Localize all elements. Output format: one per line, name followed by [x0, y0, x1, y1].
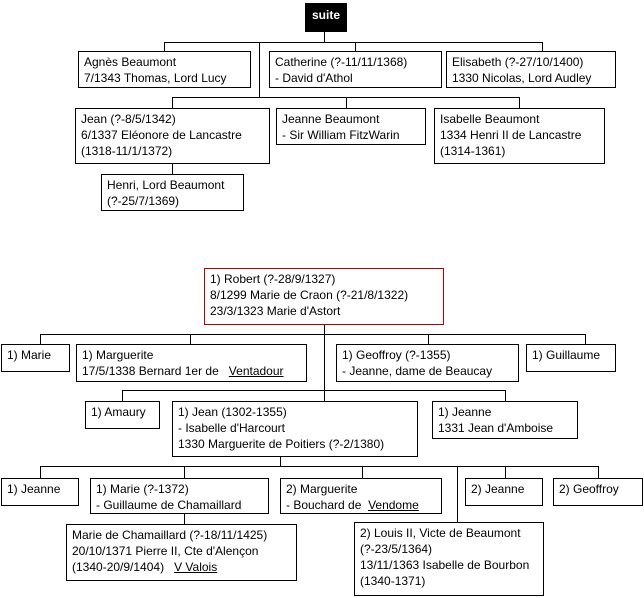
person-name: 1) Amaury: [91, 405, 146, 419]
marriage-line: - Jeanne, dame de Beaucay: [342, 364, 493, 378]
person-dates: (?-25/7/1369): [107, 194, 180, 208]
person-name: 1) Jeanne: [7, 482, 61, 496]
person-agnes-beaumont: Agnès Beaumont 7/1343 Thomas, Lord Lucy: [78, 51, 251, 88]
person-name: Elisabeth (?-27/10/1400): [452, 55, 584, 69]
person-name: Henri, Lord Beaumont: [107, 178, 225, 192]
marriage-line: - Guillaume de Chamaillard: [96, 498, 242, 512]
marriage-line: 8/1299 Marie de Craon (?-21/8/1322): [210, 288, 409, 302]
spouse-dates-text: (1340-20/9/1404): [72, 560, 165, 574]
person-jeanne-beaumont: Jeanne Beaumont - Sir William FitzWarin: [276, 108, 426, 145]
spouse-dates: (1314-1361): [440, 144, 506, 158]
person-jeanne-amboise: 1) Jeanne 1331 Jean d'Amboise: [432, 401, 578, 439]
person-name: 2) Marguerite: [286, 482, 358, 496]
marriage-line: - Bouchard de Vendome: [286, 497, 436, 513]
person-name: 2) Geoffroy: [559, 482, 619, 496]
marriage-line: 6/1337 Eléonore de Lancastre: [81, 128, 242, 142]
person-isabelle-beaumont: Isabelle Beaumont 1334 Henri II de Lanca…: [434, 108, 605, 164]
person-name: Jeanne Beaumont: [282, 112, 380, 126]
valois-link[interactable]: V Valois: [174, 560, 218, 574]
person-guillaume: 1) Guillaume: [526, 344, 616, 372]
spouse-dates: (1318-11/1/1372): [81, 144, 173, 158]
marriage-line: 1330 Marguerite de Poitiers (?-2/1380): [178, 437, 385, 451]
person-name: Catherine (?-11/11/1368): [275, 55, 408, 69]
person-robert-root: 1) Robert (?-28/9/1327) 8/1299 Marie de …: [204, 268, 444, 325]
person-marguerite: 1) Marguerite 17/5/1338 Bernard 1er de V…: [76, 344, 307, 382]
person-dates: (?-23/5/1364): [360, 542, 433, 556]
marriage-line: - David d'Athol: [275, 71, 353, 85]
person-geoffroy-2: 2) Geoffroy: [553, 478, 643, 506]
person-name: Agnès Beaumont: [84, 55, 177, 69]
person-name: 1) Jean (1302-1355): [178, 405, 287, 419]
marriage-line: 7/1343 Thomas, Lord Lucy: [84, 71, 227, 85]
spouse-dates: (1340-20/9/1404) V Valois: [72, 559, 291, 575]
marriage-line: 1331 Jean d'Amboise: [438, 421, 554, 435]
person-amaury: 1) Amaury: [85, 401, 160, 429]
person-name: Isabelle Beaumont: [440, 112, 540, 126]
person-jean-1302: 1) Jean (1302-1355) - Isabelle d'Harcour…: [172, 401, 418, 457]
marriage-line: 1334 Henri II de Lancastre: [440, 128, 582, 142]
person-name: 1) Marguerite: [82, 348, 154, 362]
person-name: Marie de Chamaillard (?-18/11/1425): [72, 528, 268, 542]
suite-button[interactable]: suite: [305, 3, 347, 32]
person-name: 2) Louis II, Victe de Beaumont: [360, 526, 521, 540]
ventadour-link[interactable]: Ventadour: [228, 364, 284, 378]
person-name: 1) Marie (?-1372): [96, 482, 189, 496]
marriage-line: - Sir William FitzWarin: [282, 128, 400, 142]
marriage-line: - Isabelle d'Harcourt: [178, 421, 286, 435]
person-marie-de-chamaillard: Marie de Chamaillard (?-18/11/1425) 20/1…: [66, 524, 297, 581]
marriage-line: 1330 Nicolas, Lord Audley: [452, 71, 592, 85]
person-name: 2) Jeanne: [471, 482, 525, 496]
person-name: 1) Geoffroy (?-1355): [342, 348, 451, 362]
person-jean-1342: Jean (?-8/5/1342) 6/1337 Eléonore de Lan…: [75, 108, 270, 164]
marriage-line: 13/11/1363 Isabelle de Bourbon: [360, 558, 530, 572]
person-jeanne-1: 1) Jeanne: [1, 478, 79, 506]
marriage-line: 20/10/1371 Pierre II, Cte d'Alençon: [72, 544, 259, 558]
person-marguerite-2: 2) Marguerite - Bouchard de Vendome: [280, 478, 442, 514]
vendome-link[interactable]: Vendome: [368, 498, 419, 512]
person-name: 1) Robert (?-28/9/1327): [210, 272, 336, 286]
person-geoffroy-1355: 1) Geoffroy (?-1355) - Jeanne, dame de B…: [336, 344, 519, 382]
marriage-line: 23/3/1323 Marie d'Astort: [210, 304, 341, 318]
person-name: 1) Guillaume: [532, 348, 601, 362]
person-name: 1) Jeanne: [438, 405, 492, 419]
person-name: Jean (?-8/5/1342): [81, 112, 176, 126]
person-jeanne-2: 2) Jeanne: [465, 478, 543, 506]
person-name: 1) Marie: [7, 348, 52, 362]
person-elisabeth: Elisabeth (?-27/10/1400) 1330 Nicolas, L…: [446, 51, 616, 88]
marriage-line: 17/5/1338 Bernard 1er de Ventadour: [82, 363, 301, 379]
person-marie-1372: 1) Marie (?-1372) - Guillaume de Chamail…: [90, 478, 269, 514]
person-marie: 1) Marie: [1, 344, 70, 372]
marriage-text: - Bouchard de: [286, 498, 362, 512]
person-catherine: Catherine (?-11/11/1368) - David d'Athol: [269, 51, 442, 88]
marriage-text: 17/5/1338 Bernard 1er de: [82, 364, 219, 378]
person-louis-ii: 2) Louis II, Victe de Beaumont (?-23/5/1…: [354, 522, 544, 596]
spouse-dates: (1340-1371): [360, 574, 426, 588]
person-henri-lord-beaumont: Henri, Lord Beaumont (?-25/7/1369): [101, 174, 244, 211]
